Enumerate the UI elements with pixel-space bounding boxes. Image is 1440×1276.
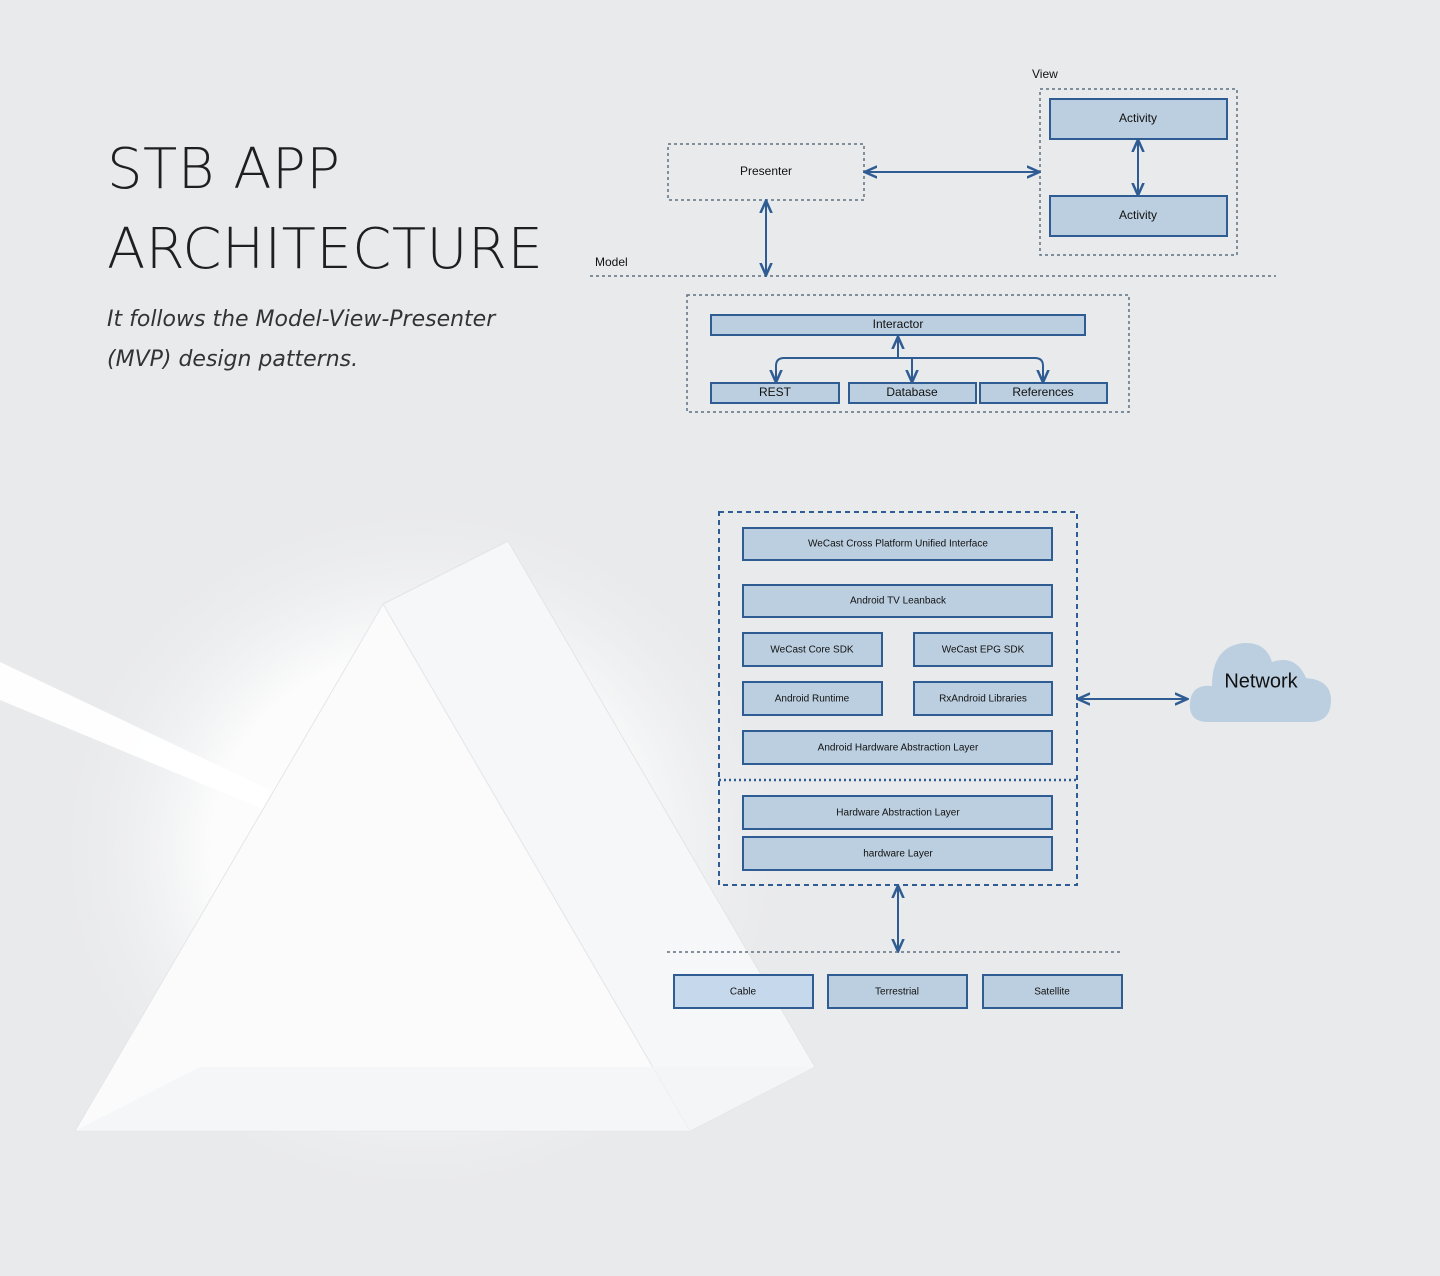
rest-box	[710, 382, 840, 404]
activity-top-label: Activity	[1119, 111, 1157, 125]
epg-sdk-box	[913, 632, 1053, 667]
database-label: Database	[886, 385, 938, 399]
model-container	[686, 294, 1130, 413]
model-label: Model	[595, 255, 628, 269]
activity-top-box	[1049, 98, 1228, 140]
terrestrial-label: Terrestrial	[875, 987, 919, 998]
epg-sdk-label: WeCast EPG SDK	[942, 645, 1025, 656]
unified-interface-label: WeCast Cross Platform Unified Interface	[808, 539, 988, 550]
stack-diagram: WeCast Cross Platform Unified Interface …	[667, 511, 1332, 1009]
runtime-box	[742, 681, 883, 716]
hardware-box	[742, 836, 1053, 871]
view-label: View	[1032, 67, 1058, 81]
rx-label: RxAndroid Libraries	[939, 694, 1027, 705]
database-box	[848, 382, 977, 404]
core-sdk-label: WeCast Core SDK	[770, 645, 854, 656]
mvp-diagram: View Activity Activity Presenter Model I…	[590, 67, 1276, 413]
activity-bottom-box	[1049, 195, 1228, 237]
unified-interface-box	[742, 527, 1053, 561]
title-line-1: STB APP	[107, 137, 341, 202]
page-title: STB APP ARCHITECTURE	[107, 130, 543, 290]
hal-label: Hardware Abstraction Layer	[836, 808, 960, 819]
network-label: Network	[1224, 670, 1298, 692]
cloud-icon	[1189, 642, 1332, 722]
interactor-label: Interactor	[873, 317, 924, 331]
satellite-box	[982, 974, 1123, 1009]
hal-box	[742, 795, 1053, 830]
pyramid-illustration	[0, 490, 816, 1210]
runtime-label: Android Runtime	[775, 694, 850, 705]
references-label: References	[1012, 385, 1073, 399]
title-line-2: ARCHITECTURE	[107, 217, 544, 282]
cable-label: Cable	[730, 987, 757, 998]
leanback-box	[742, 584, 1053, 618]
rest-label: REST	[759, 385, 792, 399]
page-subtitle: It follows the Model-View-Presenter (MVP…	[107, 307, 496, 372]
cable-box	[673, 974, 814, 1009]
presenter-label: Presenter	[740, 164, 792, 178]
core-sdk-box	[742, 632, 883, 667]
android-hal-box	[742, 730, 1053, 765]
terrestrial-box	[827, 974, 968, 1009]
interactor-branches	[775, 337, 1044, 380]
satellite-label: Satellite	[1034, 987, 1070, 998]
rx-box	[913, 681, 1053, 716]
references-box	[979, 382, 1108, 404]
hardware-label: hardware Layer	[863, 849, 933, 860]
leanback-label: Android TV Leanback	[850, 596, 947, 607]
activity-bottom-label: Activity	[1119, 208, 1157, 222]
interactor-box	[710, 314, 1086, 336]
android-hal-label: Android Hardware Abstraction Layer	[818, 743, 979, 754]
